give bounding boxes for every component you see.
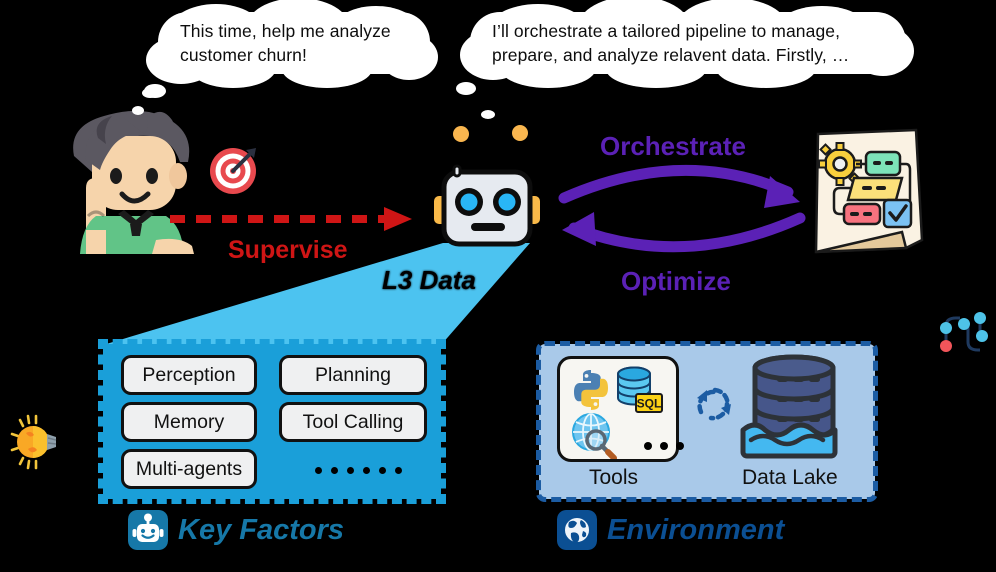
orchestrate-label: Orchestrate bbox=[600, 131, 746, 161]
sync-arrows-icon bbox=[697, 387, 731, 421]
key-factor-chip[interactable]: Multi-agents bbox=[121, 449, 257, 489]
supervise-arrow bbox=[170, 207, 412, 231]
key-factors-panel: Perception Planning Memory Tool Calling … bbox=[98, 339, 446, 504]
key-factors-caption-text: Key Factors bbox=[178, 513, 345, 546]
bubble-tail-dot bbox=[456, 82, 476, 95]
tools-label: Tools bbox=[589, 466, 639, 489]
bubble-tail-dot bbox=[144, 84, 166, 98]
globe-icon bbox=[557, 510, 597, 550]
more-tools-dots bbox=[644, 442, 684, 450]
pipeline-document-icon bbox=[814, 128, 924, 254]
data-lake-icon bbox=[740, 354, 838, 459]
agent-bubble-text: I’ll orchestrate a tailored pipeline to … bbox=[492, 20, 850, 65]
decorative-node-cluster bbox=[940, 312, 988, 352]
user-thought-bubble: This time, help me analyze customer chur… bbox=[158, 12, 430, 74]
agent-robot-icon bbox=[434, 164, 540, 247]
data-lake-label: Data Lake bbox=[742, 466, 838, 489]
orchestrate-optimize-cycle bbox=[558, 165, 806, 253]
sparkle-dot bbox=[481, 110, 495, 119]
svg-text:SQL: SQL bbox=[637, 397, 662, 411]
environment-caption: Environment bbox=[557, 510, 784, 550]
environment-caption-text: Environment bbox=[607, 513, 785, 546]
user-bubble-text: This time, help me analyze customer chur… bbox=[180, 20, 391, 65]
environment-panel: SQL bbox=[536, 341, 878, 502]
agent-name-label: L3 Data bbox=[382, 265, 476, 295]
supervise-label: Supervise bbox=[228, 236, 348, 264]
key-factors-grid: Perception Planning Memory Tool Calling … bbox=[103, 344, 441, 499]
lightbulb-icon bbox=[10, 414, 57, 470]
sparkle-dot bbox=[453, 126, 469, 142]
key-factor-chip[interactable]: Memory bbox=[121, 402, 257, 442]
agent-thought-bubble: I’ll orchestrate a tailored pipeline to … bbox=[470, 12, 906, 74]
bubble-tail-dot bbox=[132, 106, 144, 115]
sparkle-dot bbox=[512, 125, 528, 141]
optimize-label: Optimize bbox=[621, 266, 731, 296]
key-factors-caption: Key Factors bbox=[128, 510, 344, 550]
more-factors-dots bbox=[315, 467, 402, 474]
python-icon bbox=[574, 370, 608, 410]
sql-database-icon: SQL bbox=[617, 366, 663, 413]
robot-icon bbox=[128, 510, 168, 550]
user-avatar bbox=[73, 110, 194, 254]
target-icon bbox=[210, 148, 256, 194]
key-factor-chip[interactable]: Perception bbox=[121, 355, 257, 395]
key-factor-chip[interactable]: Planning bbox=[279, 355, 427, 395]
web-search-icon bbox=[572, 413, 617, 459]
tools-card[interactable]: SQL bbox=[557, 356, 684, 462]
key-factor-chip[interactable]: Tool Calling bbox=[279, 402, 427, 442]
